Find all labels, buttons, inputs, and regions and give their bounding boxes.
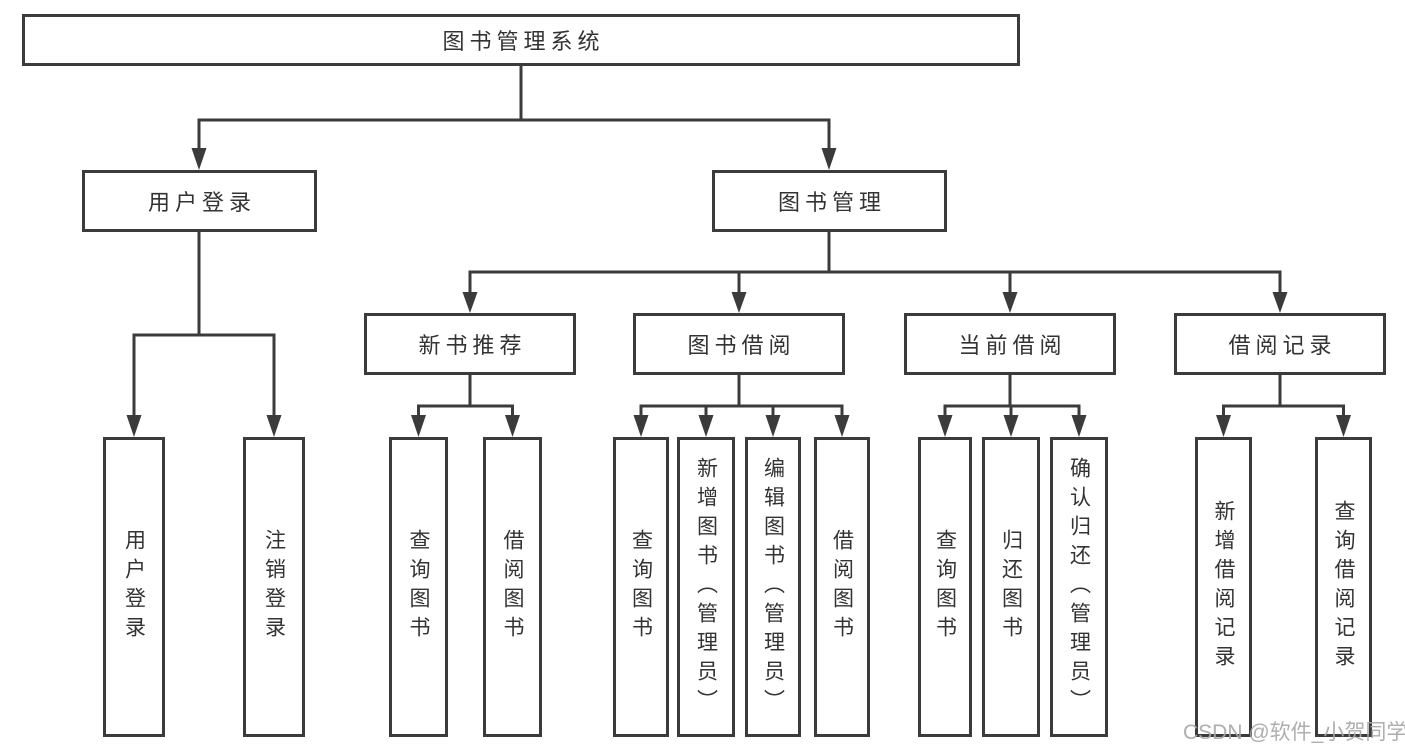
leaf-label: 用户登录	[122, 529, 146, 645]
node-book-borrow: 图书借阅	[633, 313, 845, 375]
leaf-label: 查询图书	[407, 529, 431, 645]
leaf-borrow-query: 查询图书	[613, 437, 669, 737]
node-root: 图书管理系统	[22, 14, 1020, 66]
leaf-label: 编辑图书（管理员）	[761, 456, 785, 718]
leaf-label: 新增借阅记录	[1212, 500, 1236, 674]
node-current-borrow: 当前借阅	[904, 313, 1116, 375]
leaf-label: 借阅图书	[830, 529, 854, 645]
leaf-newbooks-query: 查询图书	[389, 437, 448, 737]
leaf-records-add: 新增借阅记录	[1195, 437, 1252, 737]
node-user-login: 用户登录	[82, 170, 317, 232]
leaf-label: 确认归还（管理员）	[1067, 456, 1091, 718]
leaf-records-query: 查询借阅记录	[1315, 437, 1372, 737]
leaf-user-login: 用户登录	[103, 437, 165, 737]
leaf-borrow-edit-admin: 编辑图书（管理员）	[745, 437, 801, 737]
leaf-current-return: 归还图书	[982, 437, 1040, 737]
leaf-current-query: 查询图书	[918, 437, 972, 737]
leaf-label: 查询借阅记录	[1332, 500, 1356, 674]
node-book-mgmt: 图书管理	[712, 170, 947, 232]
leaf-logout: 注销登录	[243, 437, 305, 737]
leaf-label: 查询图书	[629, 529, 653, 645]
leaf-label: 新增图书（管理员）	[694, 456, 718, 718]
node-new-books: 新书推荐	[364, 313, 576, 375]
leaf-label: 注销登录	[262, 529, 286, 645]
leaf-borrow-add-admin: 新增图书（管理员）	[677, 437, 735, 737]
node-borrow-records: 借阅记录	[1174, 313, 1386, 375]
leaf-label: 借阅图书	[501, 529, 525, 645]
leaf-borrow-borrow: 借阅图书	[814, 437, 870, 737]
leaf-newbooks-borrow: 借阅图书	[483, 437, 542, 737]
leaf-label: 查询图书	[933, 529, 957, 645]
leaf-current-confirm-admin: 确认归还（管理员）	[1050, 437, 1108, 737]
csdn-watermark: CSDN @软件_小贺同学	[1183, 721, 1405, 744]
leaf-label: 归还图书	[999, 529, 1023, 645]
